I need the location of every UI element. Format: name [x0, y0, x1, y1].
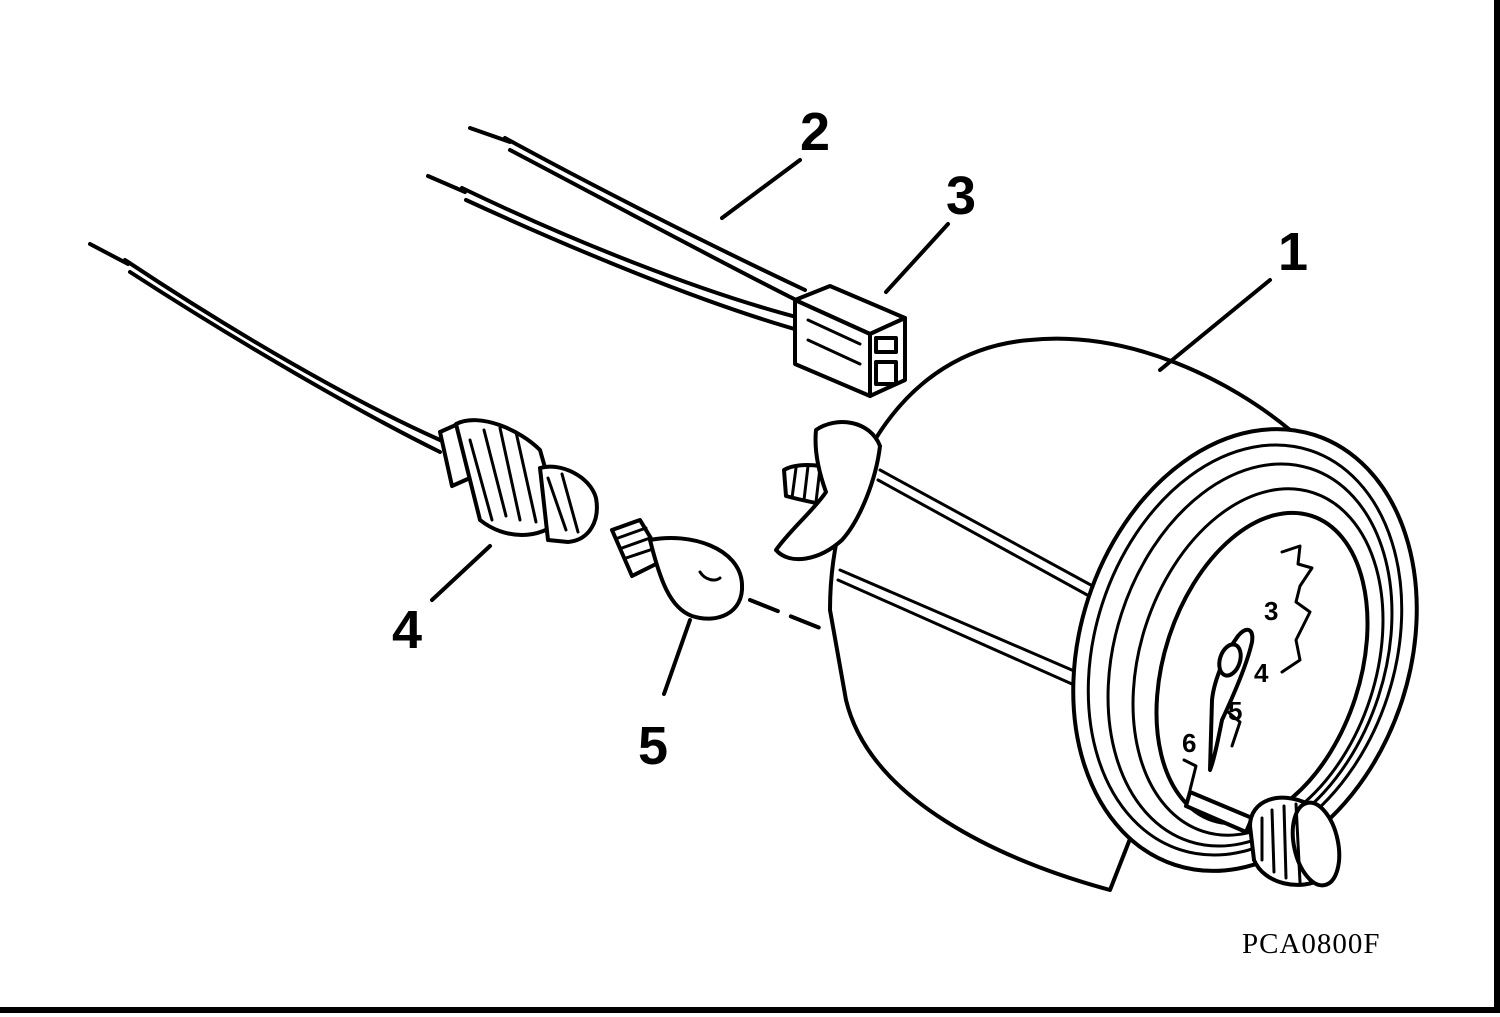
light-bulb [610, 518, 745, 621]
callout-3: 3 [946, 166, 976, 226]
connector-wire-harness [426, 126, 807, 332]
dial-number-4: 4 [1254, 658, 1269, 688]
dial-number-3: 3 [1264, 596, 1278, 626]
bulb-socket-assembly [88, 242, 599, 544]
callout-5: 5 [638, 716, 668, 776]
leader-lines [430, 158, 1272, 696]
dial-number-6: 6 [1182, 728, 1196, 758]
figure-code: PCA0800F [1242, 928, 1381, 960]
gauge-housing [774, 336, 1419, 892]
callout-4: 4 [392, 600, 422, 660]
callout-2: 2 [800, 102, 830, 162]
callout-1: 1 [1278, 222, 1308, 282]
dial-number-5: 5 [1228, 696, 1242, 726]
reset-knob [1184, 790, 1342, 888]
wire-connector [793, 284, 907, 398]
